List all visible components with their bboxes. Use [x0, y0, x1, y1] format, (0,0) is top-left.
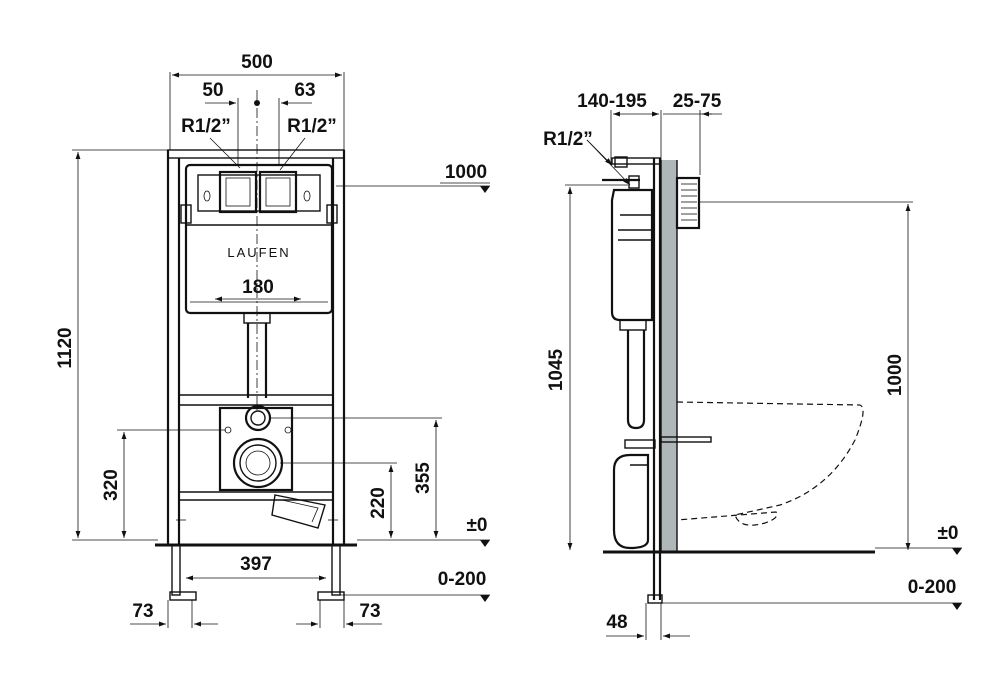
label-ref-adjust-side: 0-200: [908, 577, 957, 598]
foot-right: [317, 591, 345, 601]
dim-foot-48: 48: [606, 603, 690, 640]
label-offset-50: 50: [202, 80, 223, 101]
dim-height-355: 355: [270, 417, 442, 538]
dim-height-1120: 1120: [55, 149, 168, 541]
label-thread-left: R1/2”: [181, 116, 231, 137]
foot-left: [169, 591, 197, 601]
dim-drain-180: 180: [215, 277, 301, 302]
drain-connection: [218, 404, 326, 529]
dim-depth: 140-195 25-75 R1/2”: [543, 91, 722, 186]
label-drain-180: 180: [242, 277, 274, 298]
wc-bowl-outline: [676, 401, 864, 526]
label-ref-adjust-front: 0-200: [438, 569, 487, 590]
label-wall-range: 25-75: [673, 91, 722, 112]
cistern: LAUFEN: [180, 163, 338, 315]
label-height-355: 355: [413, 462, 434, 494]
label-ref-1000: 1000: [445, 162, 487, 183]
label-thread-right: R1/2”: [287, 116, 337, 137]
flush-actuator: [675, 176, 701, 230]
side-cistern: [610, 188, 656, 550]
dim-height-320: 320: [101, 429, 226, 538]
label-height-220: 220: [368, 487, 389, 519]
label-thread-side: R1/2”: [543, 129, 593, 150]
flush-pipe: [243, 312, 271, 398]
side-view: 140-195 25-75 R1/2”: [543, 91, 962, 640]
dim-height-1000: 1000: [700, 201, 913, 550]
label-height-1000: 1000: [885, 354, 906, 396]
ref-levels-side: ±0 0-200: [662, 523, 962, 610]
wall-section: [661, 160, 677, 552]
label-height-1045: 1045: [546, 348, 567, 391]
label-foot-left-73: 73: [132, 601, 153, 622]
label-depth-range: 140-195: [577, 91, 647, 112]
brand-label: LAUFEN: [227, 245, 290, 260]
dim-foot-397: 397: [186, 554, 326, 581]
label-foot-48: 48: [606, 612, 627, 633]
dim-foot-73: 73 73: [130, 600, 382, 628]
label-offset-63: 63: [294, 80, 315, 101]
label-width-500: 500: [241, 52, 273, 73]
label-height-320: 320: [101, 469, 122, 501]
side-frame: [602, 156, 663, 604]
label-ref-floor-side: ±0: [938, 523, 959, 544]
ref-levels-front: 1000 ±0 0-200: [336, 162, 490, 602]
label-height-1120: 1120: [55, 327, 76, 368]
dim-offsets: 50 63 R1/2” R1/2”: [181, 80, 337, 410]
mounting-frame: [166, 149, 346, 601]
dim-height-1045: 1045: [546, 184, 628, 550]
label-foot-right-73: 73: [359, 601, 380, 622]
dim-width-500: 500: [169, 52, 345, 150]
label-ref-floor-front: ±0: [467, 515, 488, 536]
label-foot-397: 397: [240, 554, 272, 575]
front-view: 500 50 63 R1/2” R1/2”: [55, 52, 490, 628]
dim-height-220: 220: [280, 462, 397, 538]
mounting-bolt: [660, 436, 712, 443]
